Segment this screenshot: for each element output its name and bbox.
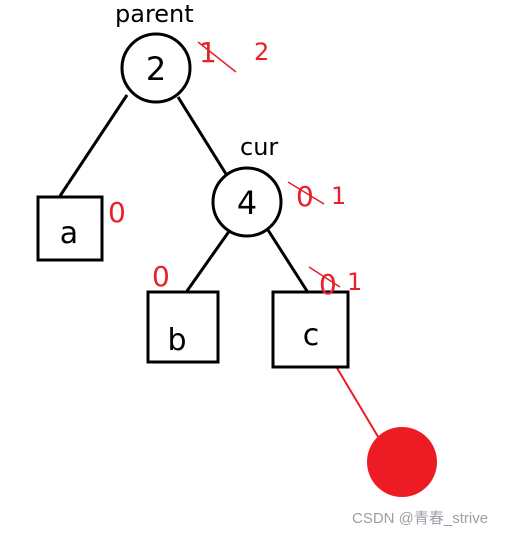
leaf-a <box>36 195 104 262</box>
leaf-a-label: a <box>60 216 78 251</box>
bf-c-new: 1 <box>347 268 362 296</box>
leaf-c-label: c <box>303 318 320 353</box>
parent-label: parent <box>115 0 194 28</box>
edge-cur-b <box>185 229 232 292</box>
bf-root: 1 2 <box>197 36 269 73</box>
bf-root-old: 1 <box>199 36 217 69</box>
edge-root-a <box>58 94 129 197</box>
leaf-b-label: b <box>167 323 186 358</box>
bf-cur-old: 0 <box>296 180 314 213</box>
edge-cur-c <box>266 229 309 292</box>
bf-root-strike <box>197 41 237 73</box>
leaf-c <box>271 290 350 369</box>
cur-node <box>211 166 283 238</box>
bf-a: 0 <box>108 196 126 229</box>
bf-cur-strike <box>287 181 325 205</box>
edge-root-cur <box>176 96 228 175</box>
bf-cur-new: 1 <box>331 182 346 210</box>
edge-c-new <box>336 367 381 441</box>
cur-label: cur <box>240 133 278 161</box>
bf-c: 0 1 <box>308 266 362 301</box>
bf-c-strike <box>308 266 341 288</box>
leaf-b <box>146 290 220 364</box>
bf-cur: 0 1 <box>287 180 346 213</box>
root-node <box>120 32 192 104</box>
bf-b: 0 <box>152 260 170 293</box>
watermark: CSDN @青春_strive <box>352 510 488 527</box>
new-inserted-node <box>367 427 437 497</box>
bf-c-old: 0 <box>319 268 337 301</box>
cur-node-value: 4 <box>237 184 257 222</box>
root-node-value: 2 <box>146 50 166 88</box>
bf-root-new: 2 <box>254 38 269 66</box>
